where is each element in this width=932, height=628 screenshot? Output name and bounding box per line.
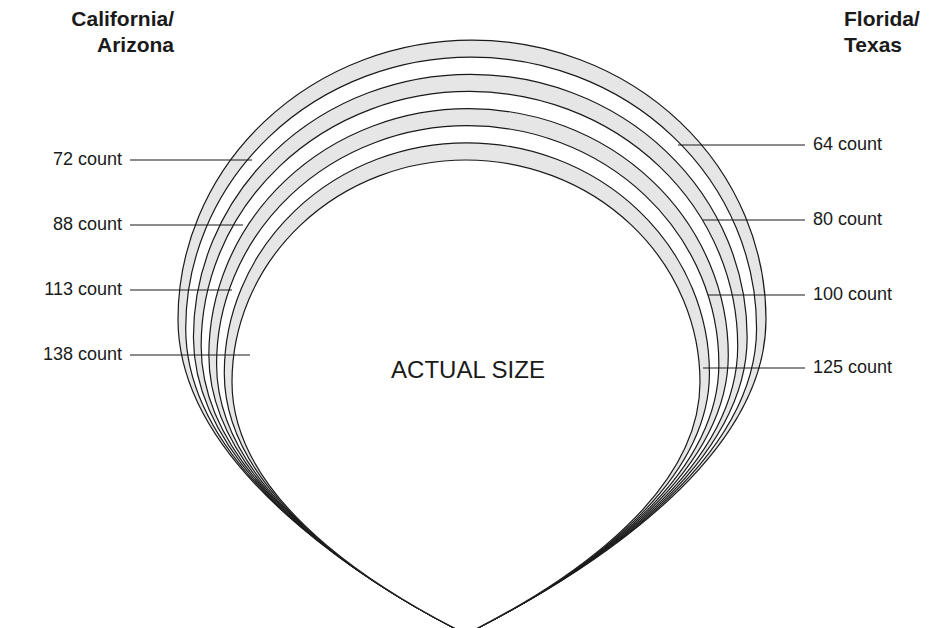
region-heading: California/ Arizona: [4, 6, 174, 59]
size-outline: [178, 40, 766, 628]
leader-line: [130, 224, 243, 225]
size-count-label: 64 count: [813, 134, 882, 156]
leader-line: [703, 219, 805, 220]
size-outline: [217, 126, 719, 628]
size-count-label: 80 count: [813, 209, 882, 231]
size-count-label: 100 count: [813, 284, 892, 306]
size-outline: [193, 74, 747, 628]
actual-size-note: ACTUAL SIZE: [391, 356, 545, 385]
leader-line: [703, 367, 805, 368]
size-outline: [186, 57, 757, 628]
leader-line: [130, 289, 232, 290]
size-count-label: 72 count: [53, 149, 122, 171]
size-count-label: 138 count: [43, 344, 122, 366]
size-outline: [224, 143, 709, 628]
region-heading: Florida/ Texas: [844, 6, 928, 59]
size-outline: [232, 160, 700, 628]
size-outline: [201, 91, 738, 628]
leader-line: [130, 354, 250, 355]
size-count-label: 125 count: [813, 357, 892, 379]
size-outline: [209, 109, 728, 628]
leader-line: [130, 159, 252, 160]
leader-line: [678, 144, 805, 145]
size-count-label: 113 count: [44, 279, 122, 301]
leader-line: [708, 294, 805, 295]
size-count-label: 88 count: [53, 214, 122, 236]
